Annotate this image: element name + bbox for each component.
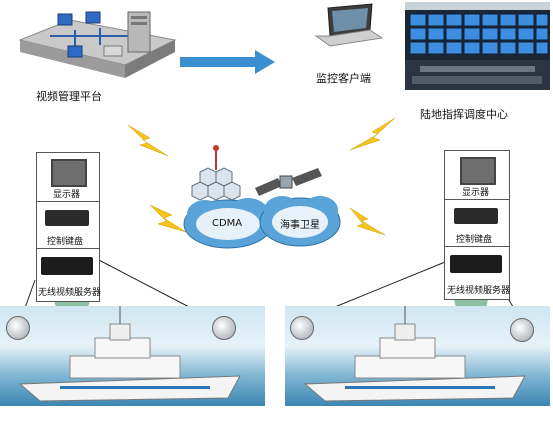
keyboard-label: 控制键盘 xyxy=(456,235,493,245)
server-cell: 无线视频服务器 xyxy=(37,249,102,300)
cdma-cloud xyxy=(183,198,273,249)
ship-photo-right xyxy=(285,306,550,406)
video-server-label: 无线视频服务器 xyxy=(447,286,511,296)
monitor-icon xyxy=(51,159,87,187)
flow-arrow-icon xyxy=(180,50,275,74)
satellite-cloud xyxy=(259,196,341,247)
command-center-label: 陆地指挥调度中心 xyxy=(420,108,508,121)
keyboard-label: 控制键盘 xyxy=(47,237,84,247)
server-cell: 无线视频服务器 xyxy=(445,247,511,298)
display-label: 显示器 xyxy=(462,188,490,198)
laptop-icon xyxy=(314,3,384,47)
ship-equipment-panel-left: 显示器 控制键盘 无线视频服务器 xyxy=(36,152,102,302)
camera-icon xyxy=(510,318,534,342)
satellite-icon xyxy=(255,168,322,196)
keyboard-icon xyxy=(45,210,89,226)
cell-tower-icon xyxy=(191,145,241,201)
cdma-label: CDMA xyxy=(212,218,243,229)
keyboard-icon xyxy=(454,208,498,224)
camera-icon xyxy=(212,316,236,340)
ship-equipment-panel-right: 显示器 控制键盘 无线视频服务器 xyxy=(444,150,510,300)
video-server-icon xyxy=(41,257,93,275)
display-cell: 显示器 xyxy=(37,153,99,202)
video-server-icon xyxy=(450,255,502,273)
platform-label: 视频管理平台 xyxy=(36,90,102,103)
video-server-label: 无线视频服务器 xyxy=(38,288,102,298)
keyboard-cell: 控制键盘 xyxy=(37,202,99,249)
satellite-label: 海事卫星 xyxy=(280,220,320,231)
client-label: 监控客户端 xyxy=(316,72,371,85)
keyboard-cell: 控制键盘 xyxy=(445,200,509,247)
display-cell: 显示器 xyxy=(445,151,509,200)
monitor-icon xyxy=(460,157,496,185)
platform-network-icon xyxy=(18,11,177,78)
ship-photo-left xyxy=(0,306,265,406)
display-label: 显示器 xyxy=(53,190,81,200)
command-center-photo xyxy=(405,2,550,90)
camera-icon xyxy=(6,316,30,340)
camera-icon xyxy=(290,316,314,340)
